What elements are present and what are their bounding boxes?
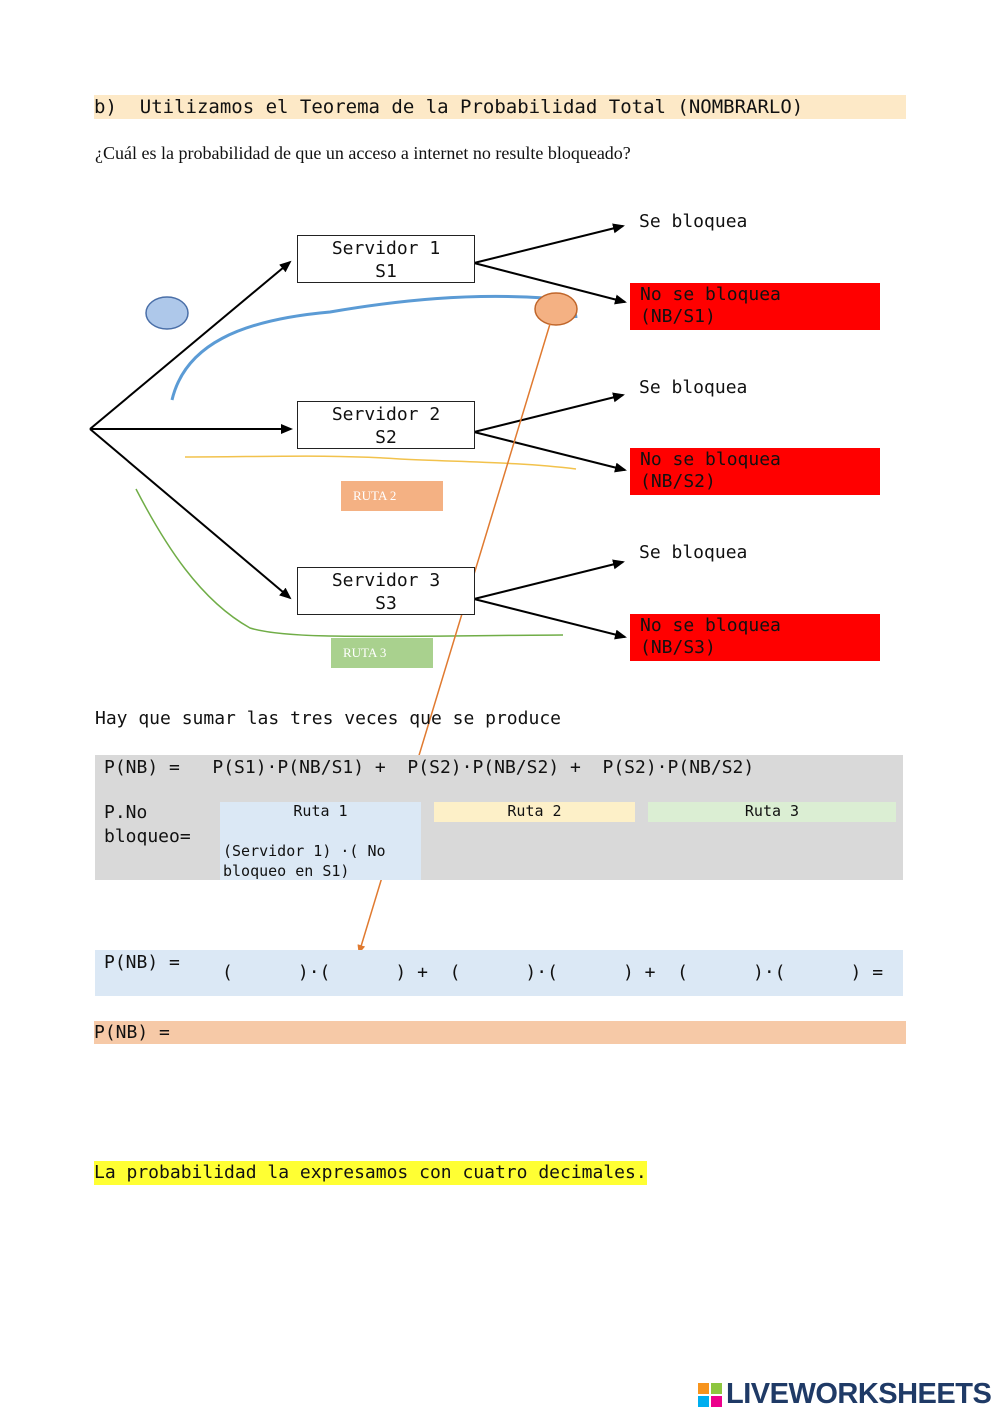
server-2-box: Servidor 2 S2	[297, 401, 475, 449]
branch-to-s3	[89, 428, 292, 600]
blue-circle	[145, 296, 189, 330]
no-block-label: P.No bloqueo=	[104, 801, 191, 849]
probability-tree-diagram	[89, 223, 627, 954]
route-2-curve	[184, 455, 577, 470]
logo-mark-icon	[698, 1382, 722, 1407]
server-1-code: S1	[375, 261, 397, 282]
no-block-label-line2: bloqueo=	[104, 826, 191, 847]
instruction-text: Hay que sumar las tres veces que se prod…	[95, 708, 561, 729]
server-3-name: Servidor 3	[331, 570, 441, 591]
s1-blocked-label: Se bloquea	[639, 211, 748, 232]
route-1-title: Ruta 1	[293, 802, 348, 820]
logo-text: LIVEWORKSHEETS	[726, 1378, 992, 1410]
orange-circle	[534, 292, 578, 326]
branch-s3-not-blocked	[473, 598, 627, 640]
calculation-blanks[interactable]: ( )·( ) + ( )·( ) + ( )·( ) =	[222, 962, 884, 983]
server-3-code: S3	[375, 593, 397, 614]
note-text: La probabilidad la expresamos con cuatro…	[94, 1161, 647, 1185]
s3-not-blocked-box: No se bloquea (NB/S3)	[630, 614, 880, 661]
route-2-cell: Ruta 2	[434, 802, 635, 822]
result-field[interactable]: P(NB) =	[94, 1021, 906, 1044]
branch-s2-blocked	[473, 392, 625, 433]
s3-not-blocked-text: No se bloquea	[640, 615, 781, 636]
server-2-name: Servidor 2	[331, 404, 441, 425]
branch-s1-not-blocked	[473, 262, 627, 305]
section-heading: b) Utilizamos el Teorema de la Probabili…	[94, 95, 906, 119]
branch-s1-blocked	[473, 223, 625, 264]
server-2-code: S2	[375, 427, 397, 448]
s2-not-blocked-code: (NB/S2)	[640, 471, 716, 492]
route-3-tag: RUTA 3	[331, 638, 433, 668]
route-3-curve	[135, 488, 564, 638]
no-block-label-line1: P.No	[104, 802, 148, 823]
branch-s2-not-blocked	[473, 431, 627, 473]
server-1-name: Servidor 1	[331, 238, 441, 259]
route-2-tag: RUTA 2	[341, 481, 443, 511]
route-1-description: (Servidor 1) ·( No bloqueo en S1)	[223, 842, 386, 880]
s2-blocked-label: Se bloquea	[639, 377, 748, 398]
s2-not-blocked-text: No se bloquea	[640, 449, 781, 470]
calculation-label: P(NB) =	[104, 952, 180, 973]
s1-not-blocked-code: (NB/S1)	[640, 306, 716, 327]
server-3-box: Servidor 3 S3	[297, 567, 475, 615]
formula-table: P(NB) = P(S1)·P(NB/S1) + P(S2)·P(NB/S2) …	[95, 755, 903, 880]
server-1-box: Servidor 1 S1	[297, 235, 475, 283]
branch-to-s1	[89, 260, 292, 430]
calculation-row: P(NB) = ( )·( ) + ( )·( ) + ( )·( ) =	[95, 950, 903, 996]
branch-s3-blocked	[473, 559, 625, 600]
question-text: ¿Cuál es la probabilidad de que un acces…	[95, 143, 631, 163]
route-1-curve	[170, 294, 578, 401]
s3-blocked-label: Se bloquea	[639, 542, 748, 563]
formula-row: P(NB) = P(S1)·P(NB/S1) + P(S2)·P(NB/S2) …	[104, 757, 755, 778]
liveworksheets-logo: LIVEWORKSHEETS	[698, 1378, 992, 1411]
s2-not-blocked-box: No se bloquea (NB/S2)	[630, 448, 880, 495]
s3-not-blocked-code: (NB/S3)	[640, 637, 716, 658]
route-1-cell: Ruta 1 (Servidor 1) ·( No bloqueo en S1)	[220, 802, 421, 880]
s1-not-blocked-box: No se bloquea (NB/S1)	[630, 283, 880, 330]
route-3-cell: Ruta 3	[648, 802, 896, 822]
s1-not-blocked-text: No se bloquea	[640, 284, 781, 305]
